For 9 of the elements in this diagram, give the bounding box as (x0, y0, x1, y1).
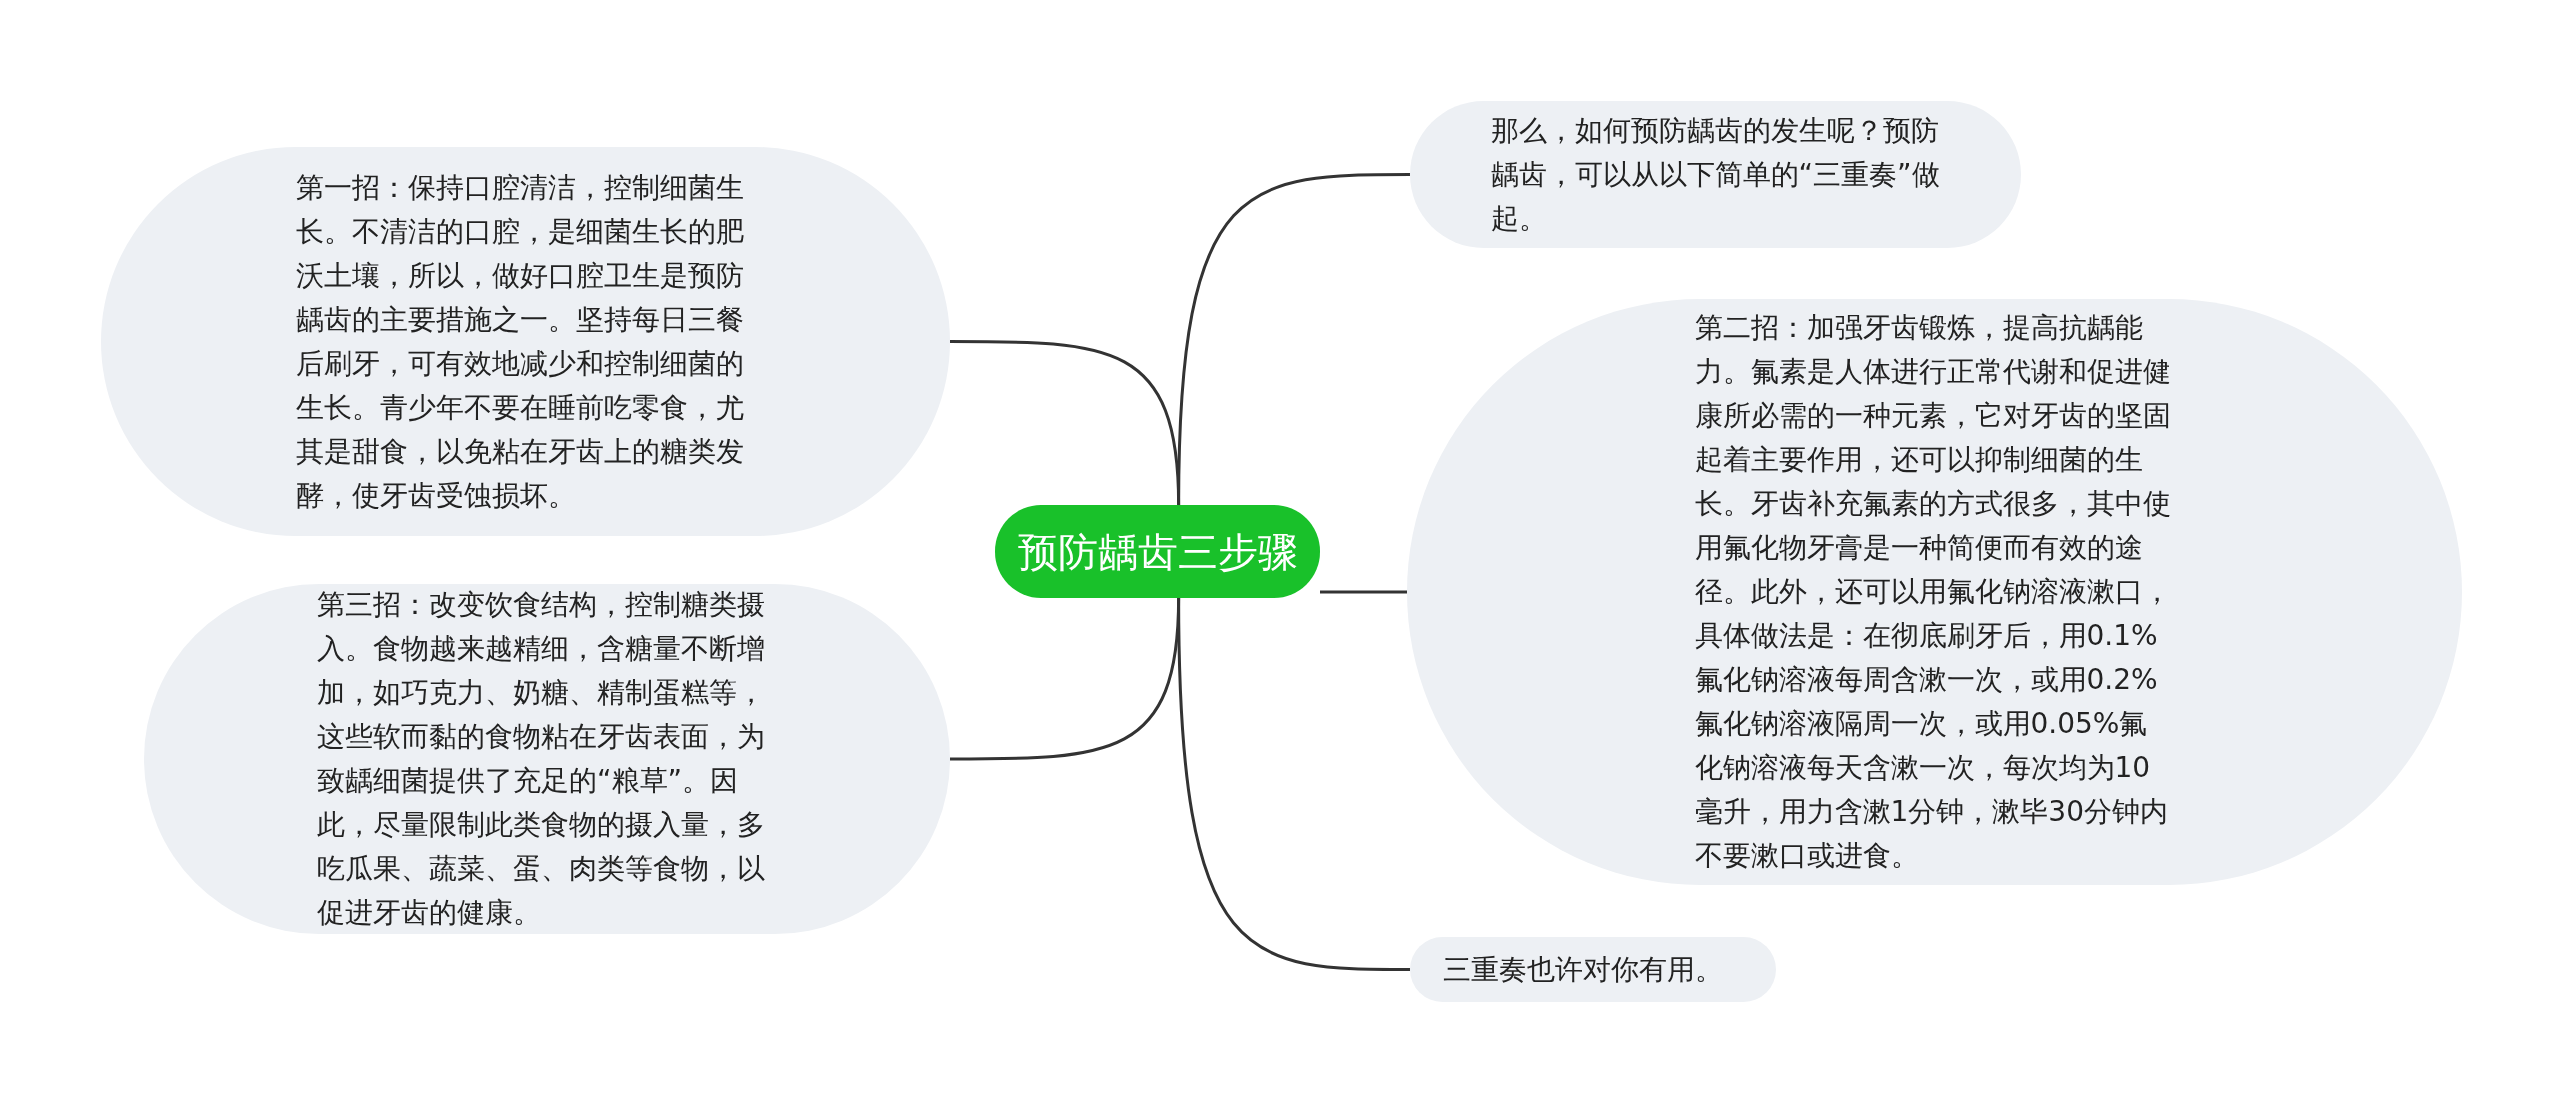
connector-line (1320, 590, 1407, 594)
topic-bubble: 那么，如何预防龋齿的发生呢？预防龋齿，可以从以下简单的“三重奏”做起。 (1410, 101, 2021, 248)
topic-bubble: 第一招：保持口腔清洁，控制细菌生长。不清洁的口腔，是细菌生长的肥沃土壤，所以，做好口腔卫生是预防龋齿的主要措施之一。坚持每日三餐后刷牙，可有效地减少和控制细菌的生长。青少年不要在睡前吃零食，尤其是甜食，以免粘在牙齿上的糖类发酵，使牙齿受蚀损坏。 (101, 147, 950, 536)
topic-bubble: 第二招：加强牙齿锻炼，提高抗龋能力。氟素是人体进行正常代谢和促进健康所必需的一种元素，它对牙齿的坚固起着主要作用，还可以抑制细菌的生长。牙齿补充氟素的方式很多，其中使用氟化物牙膏是一种简便而有效的途径。此外，还可以用氟化钠溶液漱口，具体做法是：在彻底刷牙后，用0.1%氟化钠溶液每周含漱一次，或用0.2%氟化钠溶液隔周一次，或用0.05%氟化钠溶液每天含漱一次，每次均为10毫升，用力含漱1分钟，漱毕30分钟内不要漱口或进食。 (1407, 299, 2462, 885)
topic-bubble: 第三招：改变饮食结构，控制糖类摄入。食物越来越精细，含糖量不断增加，如巧克力、奶糖、精制蛋糕等，这些软而黏的食物粘在牙齿表面，为致龋细菌提供了充足的“粮草”。因此，尽量限制此类食物的摄入量，多吃瓜果、蔬菜、蛋、肉类等食物，以促进牙齿的健康。 (144, 584, 950, 934)
connector-line (1177, 597, 1410, 971)
central-topic: 预防龋齿三步骤 (995, 505, 1320, 598)
topic-bubble: 三重奏也许对你有用。 (1410, 937, 1776, 1002)
connector-line (1177, 173, 1410, 506)
